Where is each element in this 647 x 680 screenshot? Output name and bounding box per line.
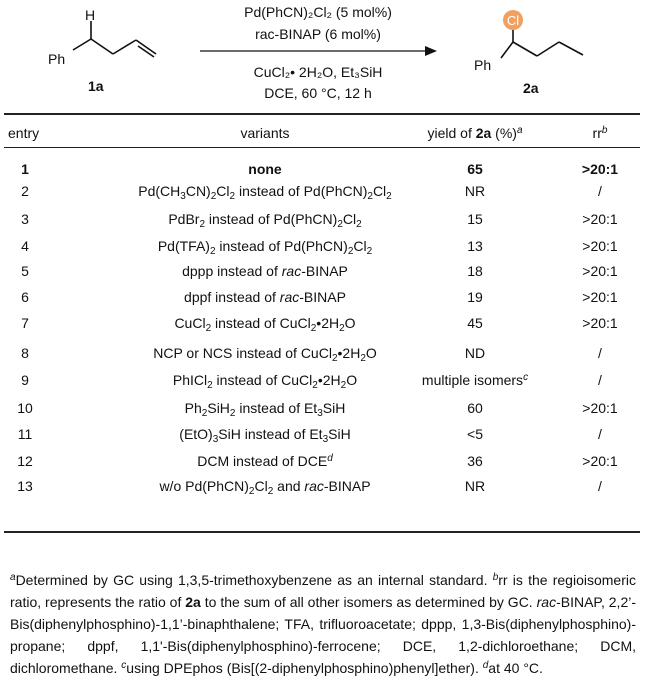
table-row: 13 w/o Pd(PhCN)2Cl2 and rac-BINAP NR / — [0, 478, 647, 498]
rr-cell: >20:1 — [582, 263, 618, 279]
table-header-rule — [4, 147, 640, 148]
variant-cell: none — [248, 161, 282, 177]
entry-cell: 8 — [21, 345, 29, 361]
rr-cell: / — [598, 426, 602, 442]
variant-cell: PhICl2 instead of CuCl2•2H2O — [172, 372, 358, 391]
table-row: 5 dppp instead of rac-BINAP 18 >20:1 — [0, 263, 647, 283]
table-row: 11 (EtO)3SiH instead of Et3SiH <5 / — [0, 426, 647, 446]
sm-compound-number: 1a — [88, 78, 104, 94]
yield-cell: 19 — [467, 289, 483, 305]
variant-cell: (EtO)3SiH instead of Et3SiH — [179, 426, 351, 445]
rr-cell: / — [598, 183, 602, 199]
variant-cell: Ph2SiH2 instead of Et3SiH — [184, 400, 346, 419]
product-structure — [500, 29, 584, 59]
variant-cell: Pd(TFA)2 instead of Pd(PhCN)2Cl2 — [157, 238, 373, 257]
yield-cell: NR — [464, 478, 486, 494]
table-row: 7 CuCl2 instead of CuCl2•2H2O 45 >20:1 — [0, 315, 647, 335]
entry-cell: 7 — [21, 315, 29, 331]
starting-material-structure — [72, 21, 157, 58]
catalyst-condition: Pd(PhCN)₂Cl₂ (5 mol%) — [244, 4, 392, 20]
table-row: 12 DCM instead of DCEd 36 >20:1 — [0, 453, 647, 473]
entry-cell: 1 — [21, 161, 29, 177]
sm-phenyl-label: Ph — [48, 51, 65, 67]
rr-cell: >20:1 — [581, 161, 619, 177]
entry-cell: 6 — [21, 289, 29, 305]
table-row: 3 PdBr2 instead of Pd(PhCN)2Cl2 15 >20:1 — [0, 211, 647, 231]
yield-cell: 60 — [467, 400, 483, 416]
rr-cell: / — [598, 345, 602, 361]
rr-cell: / — [598, 478, 602, 494]
yield-cell: 18 — [467, 263, 483, 279]
variant-cell: w/o Pd(PhCN)2Cl2 and rac-BINAP — [159, 478, 371, 497]
table-bottom-rule — [4, 531, 640, 533]
yield-cell: 15 — [467, 211, 483, 227]
yield-cell: 13 — [467, 238, 483, 254]
entry-cell: 11 — [17, 426, 33, 442]
variant-cell: Pd(CH3CN)2Cl2 instead of Pd(PhCN)2Cl2 — [138, 183, 392, 202]
entry-cell: 3 — [21, 211, 29, 227]
variant-cell: DCM instead of DCEd — [197, 453, 333, 469]
rr-cell: / — [598, 372, 602, 388]
header-rr: rrb — [592, 125, 608, 141]
yield-cell: 65 — [467, 161, 483, 177]
entry-cell: 4 — [21, 238, 29, 254]
entry-cell: 9 — [21, 372, 29, 388]
entry-cell: 2 — [21, 183, 29, 199]
chlorine-atom-label: Cl — [507, 13, 519, 28]
table-footnotes: aDetermined by GC using 1,3,5-trimethoxy… — [10, 572, 636, 676]
reaction-arrow-head — [425, 46, 437, 56]
table-row: 8 NCP or NCS instead of CuCl2•2H2O ND / — [0, 345, 647, 365]
rr-cell: >20:1 — [582, 453, 618, 469]
table-row: 10 Ph2SiH2 instead of Et3SiH 60 >20:1 — [0, 400, 647, 420]
table-top-rule — [4, 113, 640, 115]
entry-cell: 12 — [17, 453, 33, 469]
yield-cell: 45 — [467, 315, 483, 331]
yield-cell: NR — [464, 183, 486, 199]
header-yield: yield of 2a (%)a — [427, 125, 523, 141]
ligand-condition: rac-BINAP (6 mol%) — [255, 26, 381, 42]
rr-cell: >20:1 — [582, 211, 618, 227]
variant-cell: PdBr2 instead of Pd(PhCN)2Cl2 — [168, 211, 362, 230]
rr-cell: >20:1 — [582, 315, 618, 331]
variant-cell: dppf instead of rac-BINAP — [184, 289, 346, 305]
header-entry: entry — [8, 125, 40, 141]
variant-cell: dppp instead of rac-BINAP — [182, 263, 348, 279]
header-variants: variants — [240, 125, 290, 141]
variant-cell: NCP or NCS instead of CuCl2•2H2O — [153, 345, 377, 364]
entry-cell: 13 — [17, 478, 33, 494]
additive-condition: CuCl₂• 2H₂O, Et₃SiH — [254, 64, 383, 80]
yield-cell: multiple isomersc — [421, 372, 529, 388]
yield-cell: <5 — [467, 426, 483, 442]
table-row: 1 none 65 >20:1 — [0, 161, 647, 181]
yield-cell: 36 — [467, 453, 483, 469]
rr-cell: >20:1 — [582, 238, 618, 254]
entry-cell: 5 — [21, 263, 29, 279]
rr-cell: >20:1 — [582, 289, 618, 305]
table-row: 6 dppf instead of rac-BINAP 19 >20:1 — [0, 289, 647, 309]
yield-cell: ND — [464, 345, 486, 361]
solvent-condition: DCE, 60 °C, 12 h — [264, 85, 372, 101]
entry-cell: 10 — [17, 400, 33, 416]
product-compound-number: 2a — [523, 80, 539, 96]
chlorine-highlight-icon — [503, 10, 523, 30]
table-row: 2 Pd(CH3CN)2Cl2 instead of Pd(PhCN)2Cl2 NR… — [0, 183, 647, 203]
table-row: 4 Pd(TFA)2 instead of Pd(PhCN)2Cl2 13 >20:1 — [0, 238, 647, 258]
table-row: 9 PhICl2 instead of CuCl2•2H2O multiple is… — [0, 372, 647, 392]
rr-cell: >20:1 — [582, 400, 618, 416]
reaction-scheme: H Ph 1a Pd(PhCN)₂Cl₂ (5 mol%) rac-BINAP … — [48, 4, 584, 101]
product-phenyl-label: Ph — [474, 57, 491, 73]
h-atom-label: H — [85, 7, 95, 23]
variant-cell: CuCl2 instead of CuCl2•2H2O — [174, 315, 356, 334]
